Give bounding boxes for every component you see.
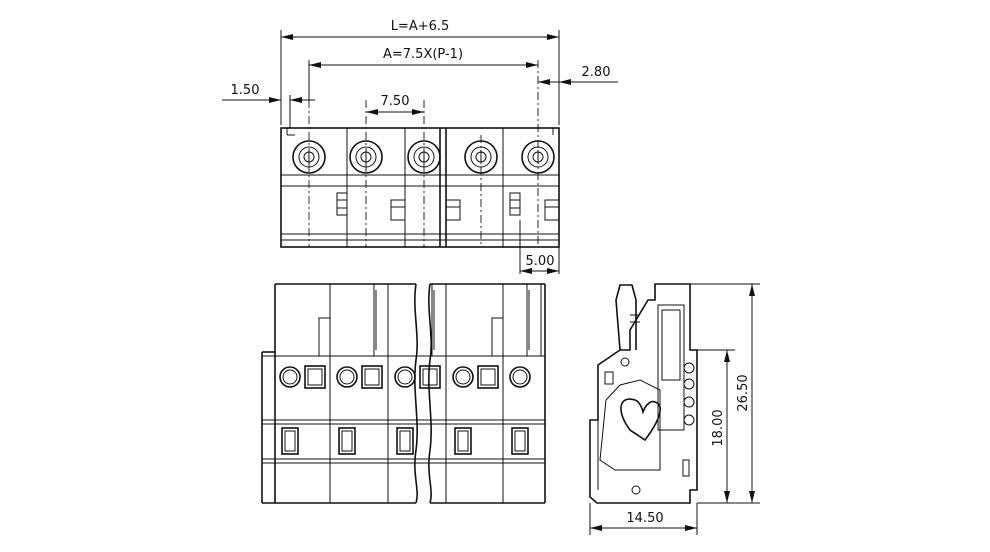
dim-end-width: 5.00 [526, 254, 555, 269]
dim-depth: 14.50 [626, 511, 663, 526]
centerlines-top [308, 60, 539, 247]
dim-total-height: 26.50 [736, 374, 751, 411]
dim-body-height: 18.00 [711, 409, 726, 446]
dimension-lines: L=A+6.5 A=7.5X(P-1) 1.50 7.50 2.80 5.00 [222, 19, 618, 274]
dim-right-offset: 2.80 [582, 65, 611, 80]
side-view-body [589, 283, 698, 504]
dim-overall-length: L=A+6.5 [391, 19, 450, 34]
release-levers [318, 283, 542, 357]
latches-top [336, 192, 560, 221]
dim-pitch-span: A=7.5X(P-1) [383, 47, 463, 62]
side-dimensions: 26.50 18.00 14.50 [589, 283, 760, 535]
side-view [589, 283, 698, 504]
dim-edge-offset: 1.50 [231, 83, 260, 98]
dim-pitch: 7.50 [381, 94, 410, 109]
wire-entries [279, 365, 531, 389]
front-view [261, 283, 546, 504]
top-view-body [280, 127, 560, 248]
top-view [280, 60, 560, 248]
lower-ports [281, 427, 529, 455]
side-holes [604, 357, 695, 495]
